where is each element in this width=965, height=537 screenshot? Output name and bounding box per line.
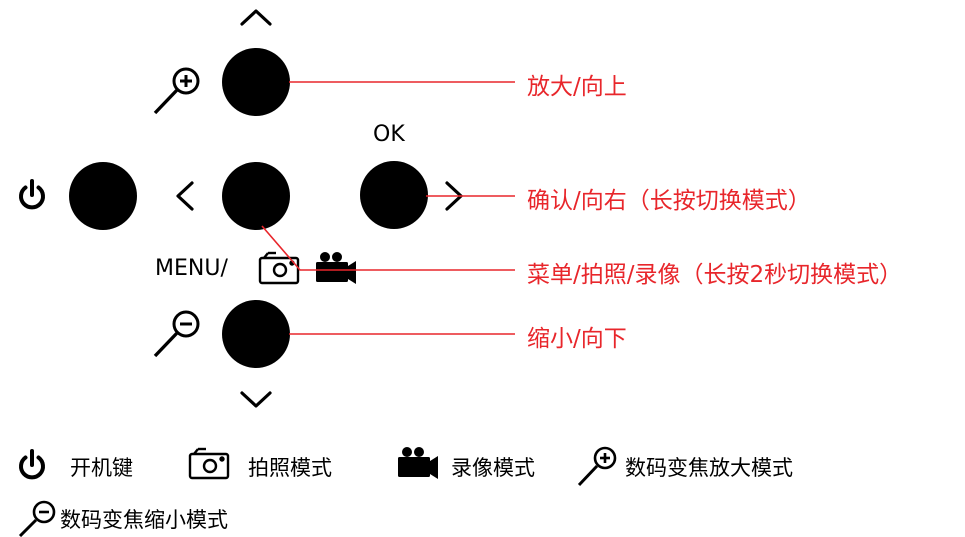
power-button[interactable] — [69, 162, 137, 230]
legend-power-icon — [19, 449, 45, 480]
legend-zoom-out-label: 数码变焦缩小模式 — [60, 508, 228, 532]
legend-zoom-in-icon — [577, 446, 617, 487]
zoom-out-down-label: 缩小/向下 — [527, 326, 627, 352]
leader-line-menu — [261, 225, 515, 271]
legend-zoom-out-icon — [18, 500, 56, 537]
menu-photo-video-label: 菜单/拍照/录像（长按2秒切换模式） — [527, 262, 903, 288]
camera-icon — [258, 251, 300, 285]
legend-video-icon — [398, 447, 438, 479]
video-camera-icon — [316, 252, 356, 284]
legend-camera-icon — [188, 447, 230, 480]
confirm-right-label: 确认/向右（长按切换模式） — [527, 188, 811, 214]
legend-zoom-in-label: 数码变焦放大模式 — [625, 456, 793, 480]
power-icon — [19, 179, 45, 210]
ok-right-button[interactable] — [360, 161, 428, 229]
ok-label: OK — [373, 122, 405, 147]
zoom-in-icon — [153, 67, 200, 115]
zoom-in-up-label: 放大/向上 — [527, 74, 627, 100]
legend-video-label: 录像模式 — [451, 456, 535, 480]
chevron-left-icon — [176, 181, 194, 211]
chevron-up-icon — [240, 9, 272, 26]
legend-power-label: 开机键 — [70, 456, 133, 480]
menu-button[interactable] — [222, 162, 290, 230]
legend-photo-label: 拍照模式 — [248, 456, 332, 480]
zoom-out-icon — [153, 310, 200, 358]
zoom-out-down-button[interactable] — [222, 300, 290, 368]
zoom-in-up-button[interactable] — [222, 48, 290, 116]
menu-label: MENU/ — [155, 256, 228, 281]
chevron-down-icon — [240, 391, 272, 408]
